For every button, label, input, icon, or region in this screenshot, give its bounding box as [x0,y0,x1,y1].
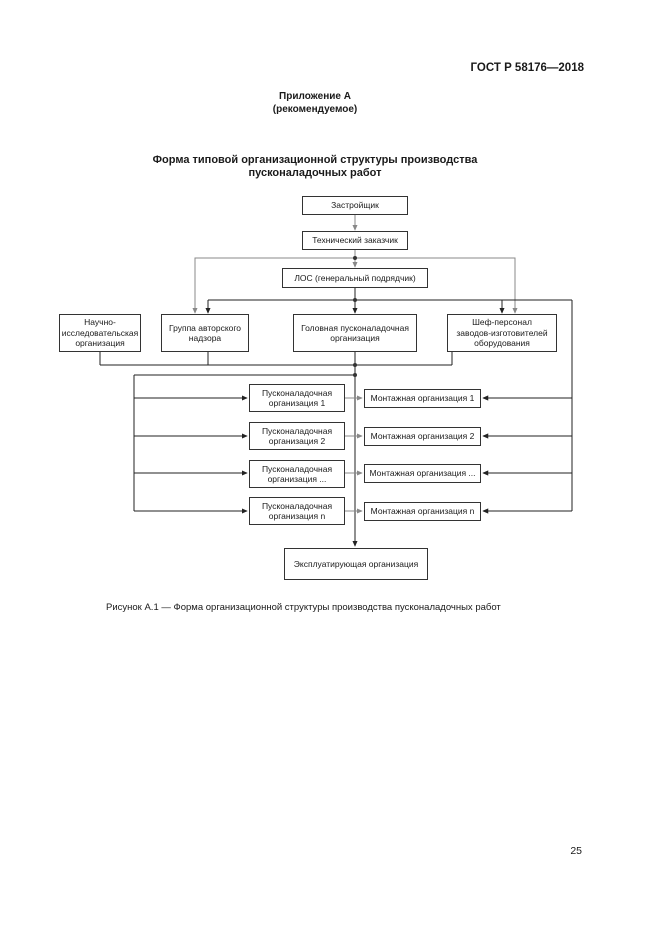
operating-organization-box: Эксплуатирующая организация [284,548,428,580]
commissioning-org-n-box: Пусконаладочная организация n [249,497,345,525]
form-title-line-2: пусконаладочных работ [248,167,382,179]
document-code: ГОСТ Р 58176—2018 [470,62,584,74]
installation-org-etc-box: Монтажная организация ... [364,464,481,483]
research-organization-box: Научно- исследовательская организация [59,314,141,352]
appendix-title: Приложение А [279,91,351,102]
figure-caption: Рисунок А.1 — Форма организационной стру… [106,602,501,613]
lead-commissioning-box: Головная пусконаладочная организация [293,314,417,352]
installation-org-2-box: Монтажная организация 2 [364,427,481,446]
chief-personnel-box: Шеф-персонал заводов-изготовителей обору… [447,314,557,352]
installation-org-n-box: Монтажная организация n [364,502,481,521]
form-title-line-1: Форма типовой организационной структуры … [152,154,478,166]
commissioning-org-etc-box: Пусконаладочная организация ... [249,460,345,488]
installation-org-1-box: Монтажная организация 1 [364,389,481,408]
commissioning-org-2-box: Пусконаладочная организация 2 [249,422,345,450]
commissioning-org-1-box: Пусконаладочная организация 1 [249,384,345,412]
developer-box: Застройщик [302,196,408,215]
appendix-note: (рекомендуемое) [272,104,358,115]
general-contractor-box: ЛОС (генеральный подрядчик) [282,268,428,288]
supervision-group-box: Группа авторского надзора [161,314,249,352]
page-number: 25 [570,845,582,857]
technical-customer-box: Технический заказчик [302,231,408,250]
